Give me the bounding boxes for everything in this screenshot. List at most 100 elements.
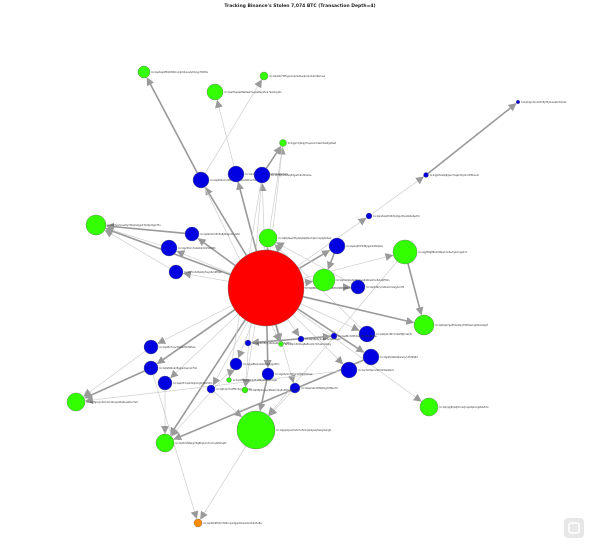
node-circle-g7[interactable] [312,268,336,292]
node-s3[interactable]: bc1q6lgn7xnk2hrl8yf3ybukq0a73mzk [516,99,567,104]
node-g2[interactable]: bc1qhs0h70t5ypnzvp2edwsdjurqrxkam9kmvw [259,71,325,81]
node-circle-b9[interactable] [358,325,376,343]
node-label-s1: bc1qnvfwprth9k3kj2gud5ya0z4etwd3c [374,215,421,218]
node-circle-g12[interactable] [413,314,435,336]
edge-hub-s4 [287,319,300,337]
node-o1[interactable]: bc1qxh8r9t5dm7k8cnjvs3gjp3xkvw4xnfvkd3u8… [193,518,262,528]
node-s2[interactable]: bc1qg5h2e9j9gwn7kqwrd4ymm3lf0uuuh [423,172,480,178]
node-g10[interactable]: bc1q4h7d9tpkjm5jj8tqdxm3vmnvtsfsfvqkf [155,433,227,453]
node-circle-b16[interactable] [261,367,275,381]
node-b11[interactable]: bc1qc7kl3q2nc0f7zk3ze4ts7s [340,361,395,379]
node-g13[interactable]: bc1qhrjqj6ljv0j5mnlzjrvqx6pkcxgz6w5dd [419,397,489,417]
node-g4[interactable]: bc1qgm7j9kpj7tsyeuckcde2ntwl0gx6szt [279,139,337,147]
node-b12[interactable]: bc1qet5z7uyv3hqtk2tmfl45sq [143,339,196,355]
node-circle-s3[interactable] [516,99,521,104]
node-g9[interactable]: bc1q3fgrxqv3xrkwcd2mecsl6s6uwz6v7x2z [66,392,139,412]
node-circle-g6[interactable] [258,228,278,248]
edge-b13-g9 [84,370,145,399]
node-s6[interactable]: bc1qn4m8x7y6b5a4k3j2h1g0fd [244,339,291,347]
node-circle-b4[interactable] [184,226,200,242]
node-b10[interactable]: bc1qpk5c8e0s4wwrjvn2hf9q6d [362,348,418,366]
node-e1[interactable]: bc1qtd8jdxqxuc9fwkmr2q5uh6tncs7h3kr [241,386,299,394]
node-circle-g13[interactable] [419,397,439,417]
edge-hub-b14 [170,313,239,379]
node-b17[interactable]: bc1qzexs0s7k8e8mjy63l6uct5 [289,382,338,394]
node-label-s4: bc1qnr6p3c0ufkx3v2d5fttyzx [306,338,342,341]
edge-b1-g1 [146,77,198,174]
node-circle-b13[interactable] [143,360,159,376]
node-circle-s6[interactable] [244,339,252,347]
node-b13[interactable]: bc1q0s8z4v2c8xgqn0svnxk79z [143,360,198,376]
node-circle-b18[interactable] [206,384,216,394]
node-circle-e2[interactable] [278,341,284,347]
node-circle-b15[interactable] [229,357,243,371]
node-g1[interactable]: bc1qe3ag4f5xl6h8mnxdj2dlnuadyhksyp7fxtf0… [137,65,209,79]
node-circle-s4[interactable] [297,335,305,343]
node-label-s2: bc1qg5h2e9j9gwn7kqwrd4ymm3lf0uuuh [430,174,480,177]
node-b14[interactable]: bc1qwq57uqzdxlp3ng0nk8x5zm [157,375,213,391]
node-label-b7: bc1qaxq2f3r9d8ygw4c2t6plsa [347,245,384,248]
node-circle-b3[interactable] [253,166,271,184]
node-s4[interactable]: bc1qnr6p3c0ufkx3v2d5fttyzx [297,335,342,343]
node-circle-g10[interactable] [155,433,175,453]
node-g5[interactable]: bc1qf4yr2xnsv9y7k6y2xkjyp27zdlgn5gmt7u [85,214,161,236]
node-label-b11: bc1qc7kl3q2nc0f7zk3ze4ts7s [359,369,395,372]
edge-hub-b12 [157,305,233,344]
graph-title: Tracking Binance's Stolen 7,074 BTC (Tra… [224,4,376,9]
node-g12[interactable]: bc1q8uqz7ga3t4x4zxq7l4t5zemgh0k2szpqf [413,314,488,336]
node-b9[interactable]: bc1q9ly2nd8n7m6x8jfprrez3c [358,325,413,343]
node-label-g8: bc1qljspdpxm5ufe7x32dnpk9yeqrfwzgmwqj9 [277,429,332,432]
node-b18[interactable]: bc1qthmc5n2ff5c3cjgjafqv3a [206,384,252,394]
node-e3[interactable]: bc1qdd7zuz6ck2z8ud8tyx6dujthwq0 [226,377,278,383]
node-b5[interactable]: bc1qjv8mrn7a2s6lq3mz5kfd0h [160,239,216,257]
node-circle-b7[interactable] [328,237,346,255]
node-circle-g8[interactable] [236,410,276,450]
node-hub[interactable]: bc1qx9t2l3pyl5xrf5ud6lm2rk8m8t8xxmqxzf3e… [227,249,365,327]
node-circle-g1[interactable] [137,65,151,79]
node-label-g11: bc1qgfh8g8fls4rlz6jqxmx6a7gzxmgqlrx7 [419,251,468,254]
edge-hub-b13 [156,309,236,365]
node-circle-b17[interactable] [289,382,301,394]
node-s5[interactable]: bc1qaf6v7z8h3w5c9yx8kq0z5w [330,332,377,340]
watermark-logo-icon [564,518,584,538]
node-circle-g11[interactable] [392,239,418,265]
node-circle-s1[interactable] [365,212,373,220]
node-s1[interactable]: bc1qnvfwprth9k3kj2gud5ya0z4etwd3c [365,212,421,220]
node-circle-b10[interactable] [362,348,380,366]
node-circle-b2[interactable] [227,165,245,183]
node-circle-b1[interactable] [192,171,210,189]
node-circle-g9[interactable] [66,392,86,412]
node-circle-b14[interactable] [157,375,173,391]
node-circle-g2[interactable] [259,71,269,81]
node-g7[interactable]: bc1qmxm6udkdhj7sya2x0kw2mx3zkq6fh9n [312,268,390,292]
node-circle-b12[interactable] [143,339,159,355]
node-b8[interactable]: bc1qz3d6xy7e8u4mn2sgtvcdfh [350,279,405,295]
node-b16[interactable]: bc1qjx8v4n79rhjcmt69xhhkqw [261,367,313,381]
node-b7[interactable]: bc1qaxq2f3r9d8ygw4c2t6plsa [328,237,384,255]
node-circle-e3[interactable] [226,377,232,383]
node-circle-s5[interactable] [330,332,338,340]
node-circle-g5[interactable] [85,214,107,236]
node-e2[interactable]: bc1qtpm32l0ug8a8xvjm7mtue7a0zqq [278,341,332,347]
node-b4[interactable]: bc1q2kz2xm4h5x8j0ktgvmnre6z [184,226,240,242]
node-circle-g3[interactable] [206,83,224,101]
node-circle-b6[interactable] [168,264,184,280]
node-circle-b5[interactable] [160,239,178,257]
node-circle-hub[interactable] [227,249,305,327]
node-circle-b8[interactable] [350,279,366,295]
node-g3[interactable]: bc1qwrfswaa0ttq8ewmugxe8eyz5ca7kw0npj9u [206,83,282,101]
node-circle-e1[interactable] [241,386,249,394]
node-g11[interactable]: bc1qgfh8g8fls4rlz6jqxmx6a7gzxmgqlrx7 [392,239,468,265]
node-label-b13: bc1q0s8z4v2c8xgqn0svnxk79z [160,367,198,370]
node-b15[interactable]: bc1qyw8tzqnq4zj3dsjhjgu5fm [229,357,280,371]
node-circle-b11[interactable] [340,361,358,379]
node-b6[interactable]: bc1q7cx3v8w4rp5xyu6m9tfjze [168,264,222,280]
node-label-b12: bc1qet5z7uyv3hqtk2tmfl45sq [160,346,196,349]
node-circle-o1[interactable] [193,518,203,528]
node-g6[interactable]: bc1q6q3ewr8hylwqtq0jtwv7q2urrqvzjdk4wz [258,228,332,248]
node-g8[interactable]: bc1qljspdpxm5ufe7x32dnpk9yeqrfwzgmwqj9 [236,410,332,450]
node-circle-g4[interactable] [279,139,287,147]
edge-g11-g12 [407,263,424,316]
node-b3[interactable]: bc1q79pmfk0sq5dgw5r0vf3vwxa [253,166,312,184]
node-circle-s2[interactable] [423,172,429,178]
